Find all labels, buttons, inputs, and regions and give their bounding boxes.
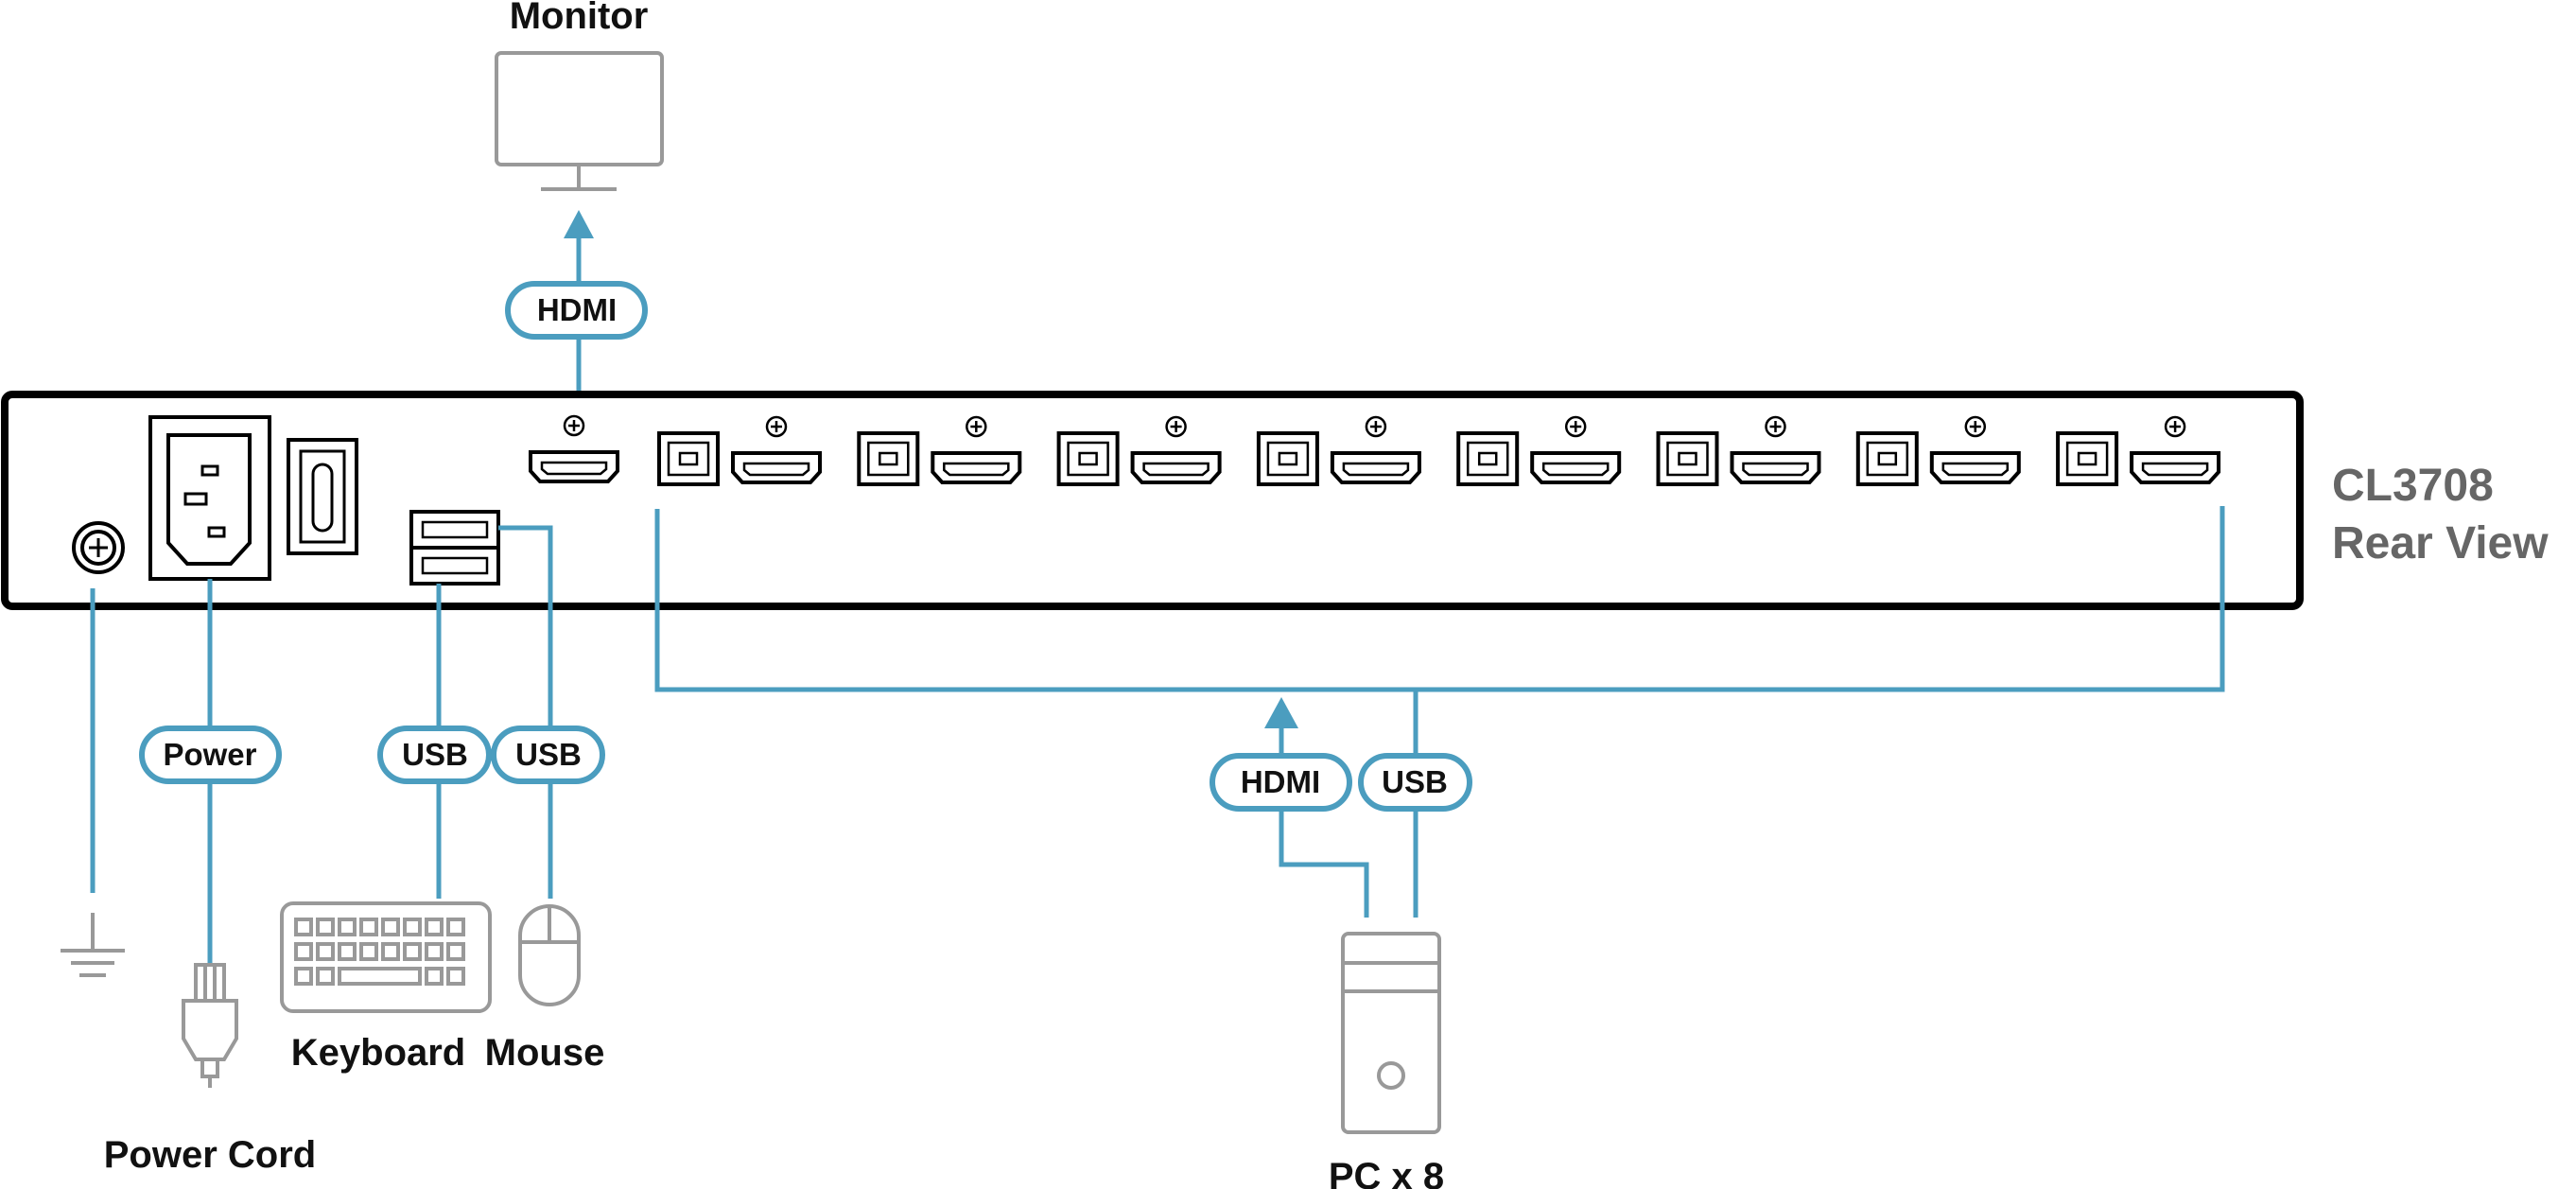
monitor-icon (495, 51, 664, 191)
hdmi-port-icon (1530, 451, 1622, 484)
hdmi-port-icon (2130, 451, 2221, 484)
usb-b-port-icon (657, 431, 720, 486)
hdmi-port-icon (1130, 451, 1222, 484)
screw-icon (1765, 415, 1786, 438)
screw-icon (765, 415, 788, 438)
keyboard-key (381, 918, 400, 936)
arrow-up-icon (1264, 697, 1298, 728)
hdmi-port-icon (1730, 451, 1821, 484)
keyboard-key (425, 918, 444, 936)
monitor-label: Monitor (510, 0, 649, 37)
svg-text:USB: USB (515, 737, 582, 772)
keyboard-key (403, 918, 422, 936)
screw-icon (1365, 415, 1387, 438)
mouse-usb-pill: USB (491, 726, 605, 784)
keyboard-key (446, 918, 465, 936)
hdmi-port-icon (931, 451, 1022, 484)
mouse-icon (518, 904, 581, 1006)
screw-icon (1165, 415, 1187, 438)
keyboard-key (446, 967, 465, 986)
hdmi-port-icon (529, 450, 619, 483)
hdmi-port-icon (731, 451, 822, 484)
keyboard-key (338, 918, 357, 936)
pc-hdmi-pill: HDMI (1210, 753, 1352, 812)
keyboard-label: Keyboard (291, 1032, 466, 1074)
power-cord-label: Power Cord (104, 1134, 316, 1176)
monitor-hdmi-pill: HDMI (505, 281, 648, 340)
usb-b-port-icon (1256, 431, 1319, 486)
usb-b-port-icon (2056, 431, 2119, 486)
keyboard-key (446, 942, 465, 961)
keyboard-key (425, 967, 444, 986)
screw-icon (966, 415, 987, 438)
usb-b-port-icon (1656, 431, 1719, 486)
keyboard-key (294, 942, 313, 961)
screw-icon (1564, 415, 1587, 438)
view-label: Rear View (2332, 518, 2549, 568)
usb-b-port-icon (1056, 431, 1120, 486)
keyboard-key (425, 942, 444, 961)
ground-screw-icon (72, 521, 125, 574)
svg-text:USB: USB (1382, 764, 1448, 799)
ground-icon (61, 913, 125, 977)
hdmi-port-icon (1330, 451, 1421, 484)
keyboard-key (359, 942, 378, 961)
keyboard-key (316, 942, 335, 961)
power-plug-icon (182, 963, 238, 1088)
keyboard-key (381, 942, 400, 961)
kvm-rear-panel (1, 391, 2304, 610)
svg-text:HDMI: HDMI (537, 292, 617, 327)
keyboard-usb-pill: USB (377, 726, 492, 784)
screw-icon (1964, 415, 1987, 438)
keyboard-key (338, 942, 357, 961)
keyboard-key (294, 918, 313, 936)
pc-usb-pill: USB (1358, 753, 1472, 812)
usb-a-port-icon (409, 546, 500, 586)
power-switch-icon (287, 438, 358, 555)
svg-text:Power: Power (163, 737, 256, 772)
keyboard-spacebar (338, 967, 422, 986)
screw-icon (563, 414, 585, 437)
pc-tower-icon (1341, 932, 1441, 1134)
arrow-up-icon (564, 210, 594, 238)
svg-text:USB: USB (402, 737, 468, 772)
mouse-label: Mouse (485, 1032, 605, 1074)
hdmi-port-icon (1929, 451, 2021, 484)
power-socket-icon (148, 415, 271, 581)
keyboard-key (403, 942, 422, 961)
usb-b-port-icon (857, 431, 920, 486)
keyboard-key (359, 918, 378, 936)
usb-a-port-icon (409, 510, 500, 550)
usb-b-port-icon (1456, 431, 1520, 486)
power-pill: Power (139, 726, 282, 784)
pc-label: PC x 8 (1329, 1156, 1444, 1189)
keyboard-key (294, 967, 313, 986)
keyboard-key (316, 967, 335, 986)
keyboard-icon (280, 901, 492, 1013)
screw-icon (2164, 415, 2186, 438)
usb-b-port-icon (1855, 431, 1919, 486)
svg-text:HDMI: HDMI (1241, 764, 1320, 799)
model-name: CL3708 (2332, 461, 2494, 511)
keyboard-key (316, 918, 335, 936)
